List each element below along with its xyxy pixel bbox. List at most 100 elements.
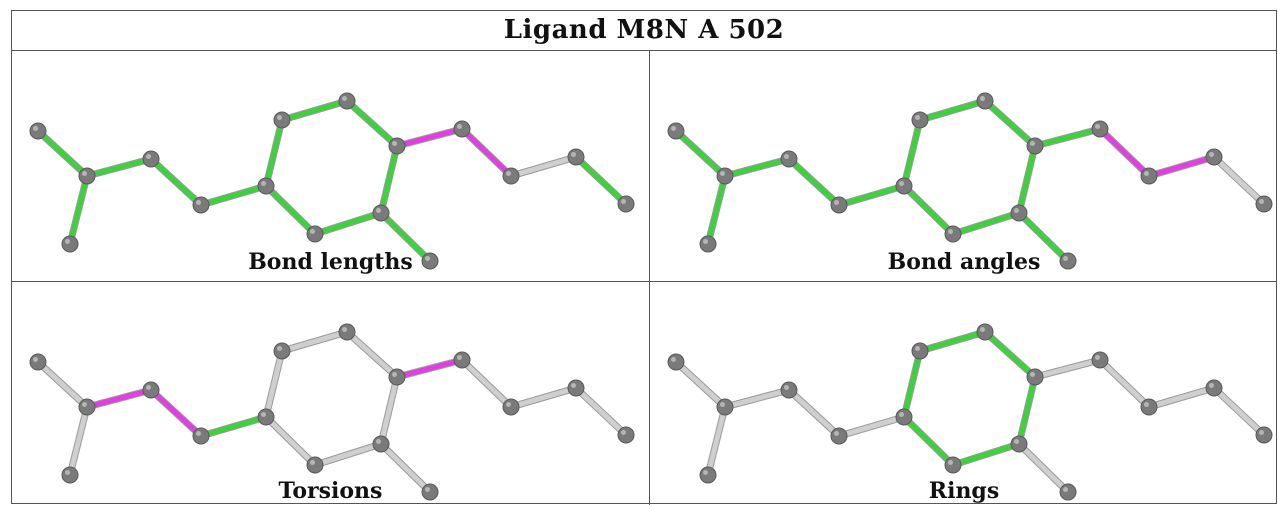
atom-highlight — [310, 460, 315, 465]
column-divider — [649, 51, 650, 505]
atom-highlight — [65, 470, 70, 475]
bond-ok — [901, 117, 923, 189]
atom — [944, 225, 962, 243]
bond-none — [705, 404, 728, 478]
atom — [780, 381, 798, 399]
atom-highlight — [310, 229, 315, 234]
bond-none — [67, 404, 90, 478]
atom-highlight — [621, 430, 626, 435]
atom-highlight — [277, 346, 282, 351]
bond-ok — [263, 183, 318, 237]
caption-torsions: Torsions — [278, 478, 383, 504]
atom-highlight — [1063, 256, 1068, 261]
bond-ok — [901, 183, 956, 237]
bond-outlier — [84, 387, 154, 410]
bond-ok — [263, 117, 285, 189]
atom-highlight — [1144, 171, 1149, 176]
atom-highlight — [146, 385, 151, 390]
bond-ok — [950, 210, 1022, 237]
atom — [667, 353, 685, 371]
bond-none — [573, 385, 629, 438]
atom — [567, 379, 585, 397]
atom — [716, 398, 734, 416]
atom-highlight — [784, 385, 789, 390]
bond-ok — [901, 414, 956, 468]
bond-none — [263, 414, 318, 468]
bond-ok — [705, 173, 728, 247]
atom-highlight — [703, 239, 708, 244]
atom — [1010, 204, 1028, 222]
atom-highlight — [1209, 383, 1214, 388]
bond-outlier — [1097, 126, 1152, 179]
atom-highlight — [425, 256, 430, 261]
caption-bond-angles: Bond angles — [887, 249, 1041, 275]
bond-ok — [35, 128, 90, 179]
atom-highlight — [65, 239, 70, 244]
atom — [78, 398, 96, 416]
atom-highlight — [1209, 152, 1214, 157]
bond-ok — [148, 156, 204, 208]
atom — [388, 368, 406, 386]
bond-none — [35, 359, 90, 410]
bond-none — [459, 357, 514, 410]
bond-none — [1146, 385, 1217, 410]
atom-highlight — [33, 357, 38, 362]
atom-highlight — [899, 412, 904, 417]
bond-none — [1211, 154, 1267, 207]
bond-ok — [917, 329, 988, 354]
atom-highlight — [1259, 199, 1264, 204]
bond-none — [786, 387, 842, 439]
atom-highlight — [392, 141, 397, 146]
atom — [192, 196, 210, 214]
atom-highlight — [33, 126, 38, 131]
atom — [780, 150, 798, 168]
atom-highlight — [915, 115, 920, 120]
molecule-diagram-torsions — [29, 323, 635, 501]
bond-ok — [1016, 210, 1071, 264]
atom-highlight — [196, 200, 201, 205]
atom — [1255, 426, 1273, 444]
atom-highlight — [1144, 402, 1149, 407]
atom-highlight — [1063, 487, 1068, 492]
bond-ok — [84, 156, 154, 179]
atom-highlight — [899, 181, 904, 186]
bond-ok — [67, 173, 90, 247]
caption-bond-lengths: Bond lengths — [248, 249, 413, 275]
atom — [911, 111, 929, 129]
atom-highlight — [1259, 430, 1264, 435]
bond-none — [673, 359, 728, 410]
atom — [78, 167, 96, 185]
atom-highlight — [571, 383, 576, 388]
bond-outlier — [148, 387, 204, 439]
atom-highlight — [1030, 141, 1035, 146]
atom — [976, 323, 994, 341]
atom-highlight — [82, 171, 87, 176]
panel-torsions: Torsions — [12, 282, 649, 505]
atom-highlight — [506, 402, 511, 407]
atom — [192, 427, 210, 445]
atom — [453, 351, 471, 369]
atom-highlight — [980, 96, 985, 101]
atom — [1010, 435, 1028, 453]
atom — [29, 353, 47, 371]
atom — [1140, 398, 1158, 416]
bond-outlier — [1146, 154, 1217, 179]
bond-none — [279, 329, 350, 354]
atom-highlight — [1030, 372, 1035, 377]
bond-ok — [198, 414, 269, 439]
atom — [502, 398, 520, 416]
atom — [976, 92, 994, 110]
atom — [1026, 368, 1044, 386]
atom-highlight — [146, 154, 151, 159]
bond-none — [722, 387, 792, 410]
bond-ok — [1032, 126, 1103, 149]
bond-ok — [917, 98, 988, 123]
panel-bond-lengths: Bond lengths — [12, 51, 649, 281]
caption-rings: Rings — [928, 478, 1000, 504]
atom — [617, 195, 635, 213]
bond-none — [1097, 357, 1152, 410]
bond-ok — [836, 183, 907, 208]
bond-ok — [1016, 143, 1038, 216]
atom-highlight — [1095, 355, 1100, 360]
atom — [306, 456, 324, 474]
